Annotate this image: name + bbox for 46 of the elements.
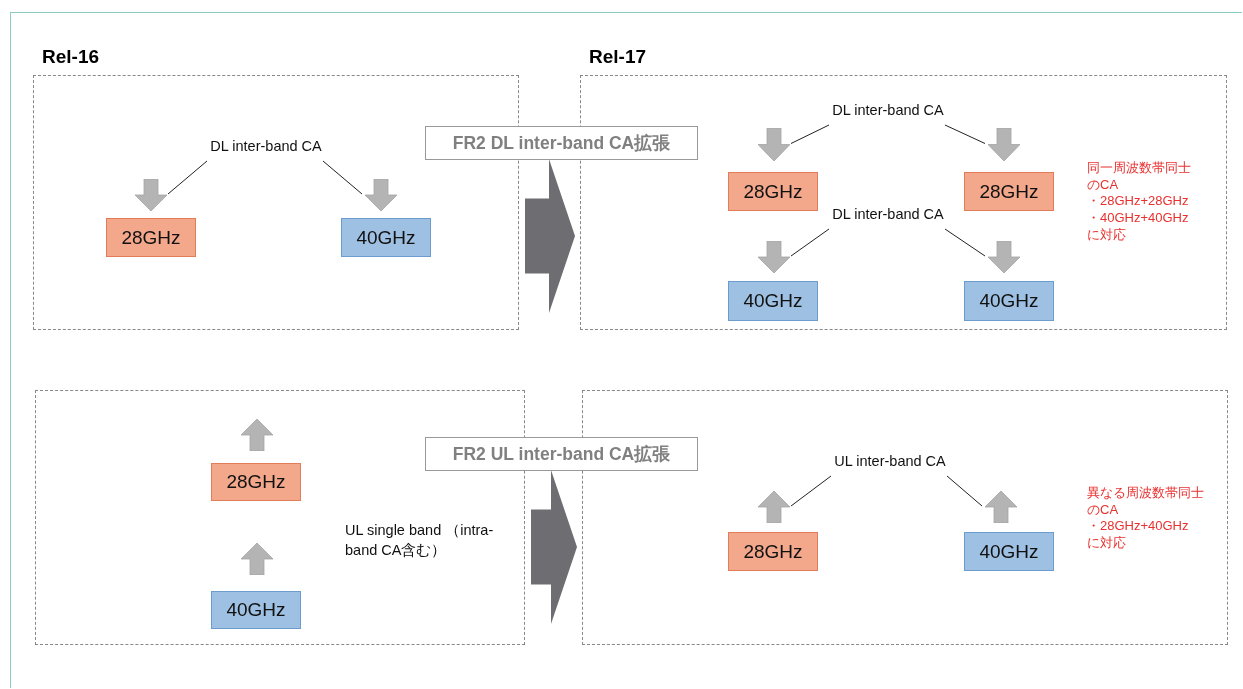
- up-arrow-shape: [758, 491, 790, 523]
- edge-label: FR2 DL inter-band CA拡張: [425, 126, 698, 160]
- panel-heading: Rel-16: [42, 46, 100, 68]
- up-arrow-shape: [241, 543, 273, 575]
- frequency-box: 28GHz: [964, 172, 1054, 211]
- note-text: 同一周波数帯同士のCA: [1087, 160, 1192, 193]
- down-arrow-shape: [365, 179, 397, 211]
- diagram-label: UL inter-band CA: [820, 453, 960, 475]
- note-text: ・28GHz+40GHz: [1087, 518, 1190, 535]
- up-arrow-shape: [241, 419, 273, 451]
- down-arrow-shape: [758, 128, 790, 161]
- connector-line: [944, 124, 986, 144]
- diagram-label: DL inter-band CA: [818, 206, 958, 228]
- up-arrow-shape: [985, 491, 1017, 523]
- panel-heading: Rel-17: [589, 46, 647, 68]
- annotation-text: UL single band （intra-band CA含む）: [345, 521, 495, 560]
- connector-line: [790, 475, 832, 507]
- frequency-box: 40GHz: [728, 281, 818, 321]
- down-arrow-shape: [988, 128, 1020, 161]
- note-text: ・28GHz+28GHz: [1087, 193, 1190, 210]
- note-text: 異なる周波数帯同士のCA: [1087, 485, 1205, 518]
- frequency-box: 28GHz: [106, 218, 196, 257]
- frequency-box: 40GHz: [211, 591, 301, 629]
- block-arrow: [525, 159, 575, 313]
- connector-line: [790, 124, 830, 144]
- note-text: ・40GHz+40GHz: [1087, 210, 1190, 227]
- connector-line: [946, 475, 983, 507]
- connector-line: [944, 228, 986, 257]
- frequency-box: 28GHz: [728, 532, 818, 571]
- frequency-box: 28GHz: [211, 463, 301, 501]
- frequency-box: 40GHz: [341, 218, 431, 257]
- connector-line: [790, 228, 830, 257]
- connector-line: [167, 160, 208, 195]
- down-arrow-shape: [135, 179, 167, 211]
- block-arrow: [531, 470, 577, 624]
- down-arrow-shape: [758, 241, 790, 273]
- connector-line: [322, 160, 363, 195]
- note-text: に対応: [1087, 227, 1127, 244]
- diagram-label: DL inter-band CA: [818, 102, 958, 124]
- diagram-label: DL inter-band CA: [196, 138, 336, 160]
- note-text: に対応: [1087, 535, 1127, 552]
- edge-label: FR2 UL inter-band CA拡張: [425, 437, 698, 471]
- frequency-box: 40GHz: [964, 532, 1054, 571]
- frequency-box: 40GHz: [964, 281, 1054, 321]
- down-arrow-shape: [988, 241, 1020, 273]
- frequency-box: 28GHz: [728, 172, 818, 211]
